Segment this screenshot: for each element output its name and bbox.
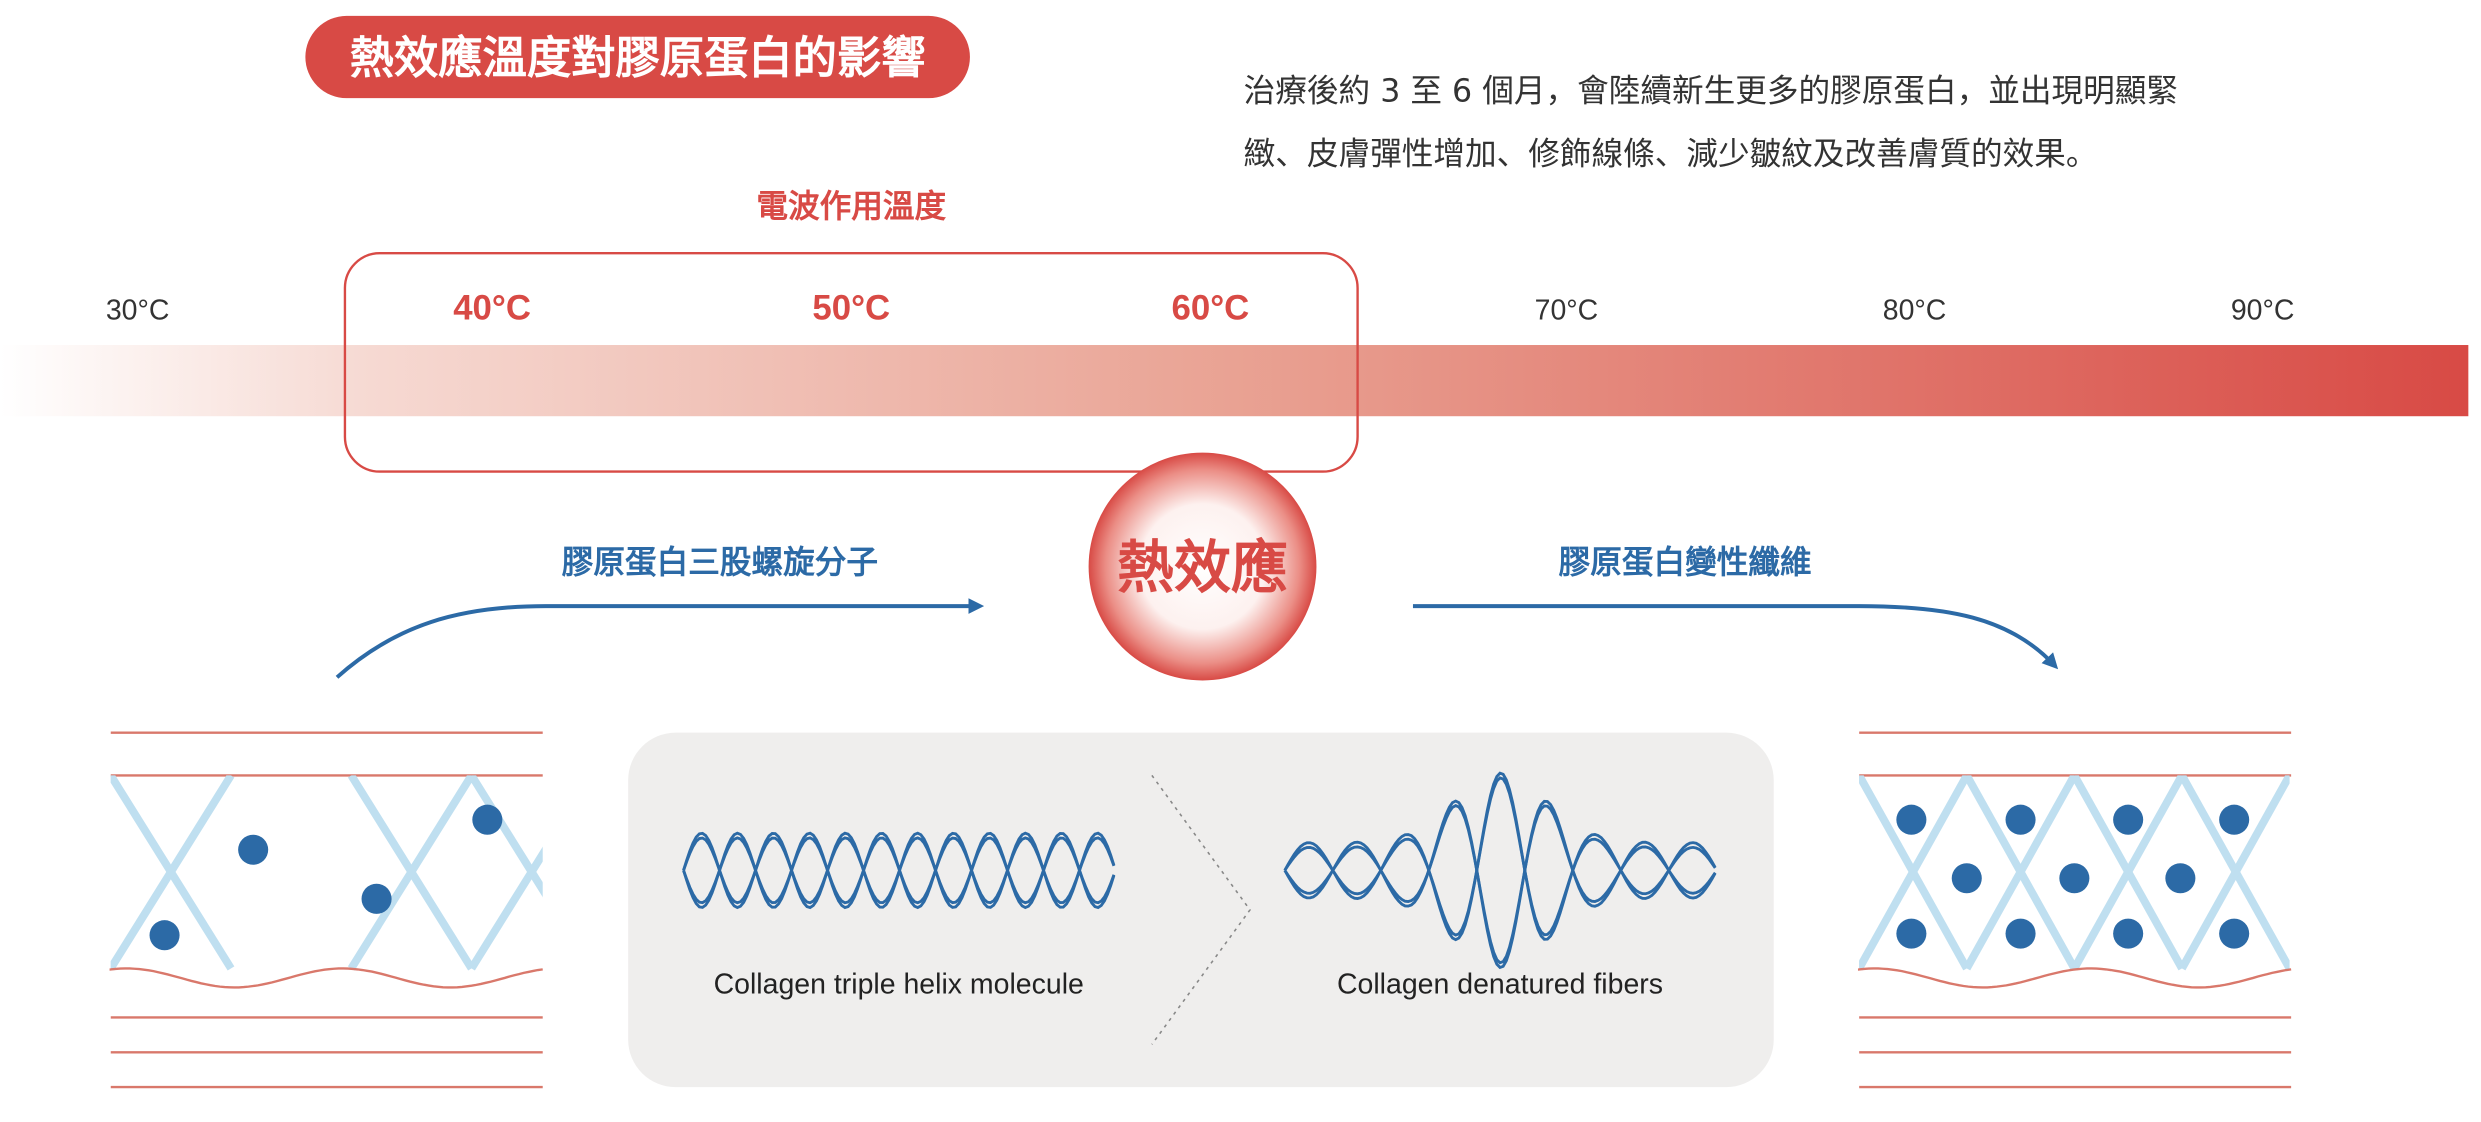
tissue-before-illustration: [109, 731, 543, 1089]
chevron-right-icon: [1151, 774, 1251, 1045]
collagen-dot: [2113, 804, 2144, 835]
molecule-comparison-panel: [628, 732, 1774, 1088]
triple-helix-label: 膠原蛋白三股螺旋分子: [562, 545, 878, 581]
temperature-label: 80°C: [1883, 295, 1947, 327]
title-badge: 熱效應溫度對膠原蛋白的影響: [305, 15, 970, 99]
temperature-label: 30°C: [106, 295, 170, 327]
collagen-dot: [2113, 918, 2144, 949]
collagen-dot: [2219, 804, 2250, 835]
collagen-dot: [2005, 804, 2036, 835]
description-line-2: 緻、皮膚彈性增加、修飾線條、減少皺紋及改善膚質的效果。: [1244, 137, 2098, 173]
temperature-label: 50°C: [812, 289, 890, 328]
collagen-dot: [361, 883, 392, 914]
right-arrow-icon: [1412, 604, 2059, 670]
temperature-label: 40°C: [453, 289, 531, 328]
heat-effect-label: 熱效應: [1117, 535, 1288, 601]
triple-helix-icon: [682, 831, 1116, 910]
left-arrow-icon: [335, 598, 985, 679]
temperature-gradient-bar: [0, 345, 2469, 417]
collagen-dot: [238, 834, 269, 865]
temperature-label: 90°C: [2231, 295, 2295, 327]
collagen-dot: [2165, 863, 2196, 894]
collagen-dot: [2219, 918, 2250, 949]
collagen-dot: [2059, 863, 2090, 894]
triple-helix-caption: Collagen triple helix molecule: [714, 969, 1084, 1001]
fiber-lattice: [1859, 775, 2290, 971]
effective-range-box: [343, 252, 1359, 473]
temperature-label: 70°C: [1535, 295, 1599, 327]
collagen-dot: [472, 804, 503, 835]
temperature-scale: 30°C 40°C 50°C 60°C 70°C 80°C 90°C: [106, 289, 2295, 328]
collagen-dot: [2005, 918, 2036, 949]
denatured-fiber-label: 膠原蛋白變性纖維: [1559, 545, 1812, 581]
heat-effect-ball: [1088, 452, 1317, 681]
collagen-dot: [149, 920, 180, 951]
tissue-wave: [109, 967, 543, 989]
collagen-dot: [1896, 804, 1927, 835]
tissue-after-illustration: [1857, 731, 2292, 1089]
collagen-dot: [1951, 863, 1982, 894]
description-line-1: 治療後約 3 至 6 個月，會陸續新生更多的膠原蛋白，並出現明顯緊: [1244, 73, 2178, 109]
tissue-wave: [1857, 967, 2292, 989]
denatured-fiber-icon: [1283, 771, 1717, 970]
denatured-fiber-caption: Collagen denatured fibers: [1337, 969, 1663, 1001]
collagen-dot: [1896, 918, 1927, 949]
temperature-label: 60°C: [1172, 289, 1250, 328]
range-label: 電波作用溫度: [756, 189, 946, 225]
page-title: 熱效應溫度對膠原蛋白的影響: [350, 33, 926, 84]
